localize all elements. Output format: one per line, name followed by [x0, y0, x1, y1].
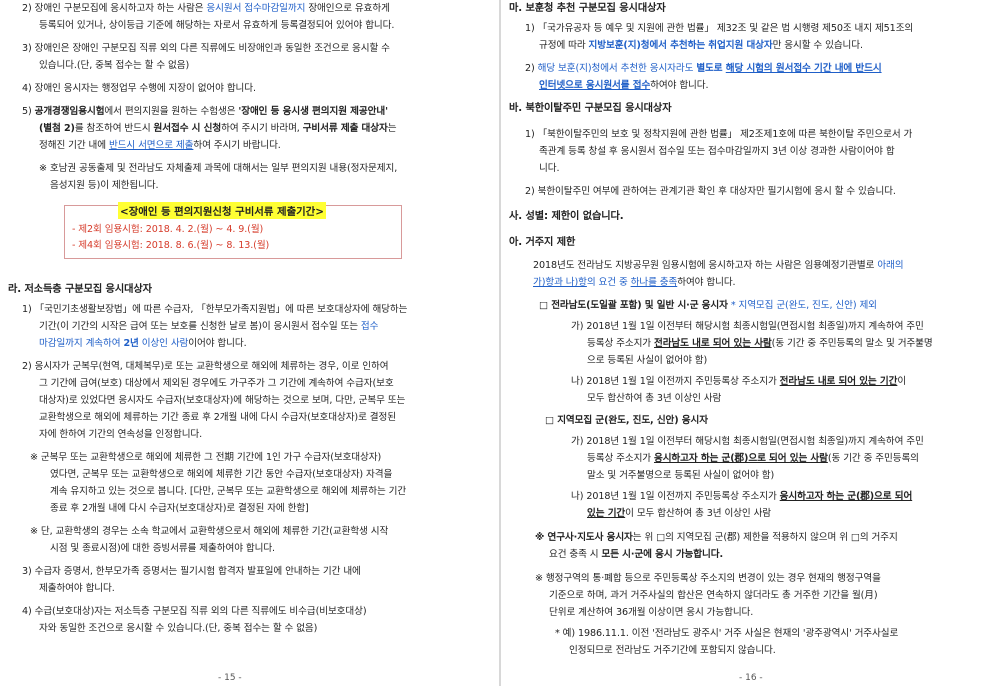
text-line: 기간(이 기간의 시작은 급여 또는 보호를 신청한 날로 봄)이 응시원서 접…	[39, 321, 379, 332]
text-line: 1) 「북한이탈주민의 보호 및 정착지원에 관한 법률」 제2조제1호에 따른…	[525, 129, 913, 140]
text-line: 계속 유지하고 있는 것으로 봅니다. [다만, 군복무 또는 교환학생으로 해…	[50, 486, 407, 497]
text-line: 기준으로 하며, 과거 거주사실의 합산은 연속하지 않더라도 총 거주한 기간…	[549, 590, 878, 601]
text-line: 가) 2018년 1월 1일 이전부터 해당시험 최종시험일(면접시험 최종일)…	[571, 321, 924, 332]
text-line: 있는 기간이 모두 합산하여 총 3년 이상인 사람	[587, 508, 772, 519]
text-line: ※ 호남권 공동출제 및 전라남도 자체출제 과목에 대해서는 일부 편의지원 …	[39, 163, 398, 174]
text-line: 2018년도 전라남도 지방공무원 임용시험에 응시하고자 하는 사람은 임용예…	[533, 260, 904, 271]
text-line: 2) 북한이탈주민 여부에 관하여는 관계기관 확인 후 대상자만 필기시험에 …	[525, 186, 896, 197]
text-line: 교환학생으로 해외에 체류하는 기간 종료 후 2개월 내에 다시 수급자(보호…	[39, 412, 396, 423]
text-line: ※ 행정구역의 통·폐합 등으로 주민등록상 주소지의 변경이 있는 경우 현재…	[535, 573, 881, 584]
text-line: 가)항과 나)항의 요건 중 하나를 충족하여야 합니다.	[533, 277, 736, 288]
submission-period-item: - 제4회 임용시험: 2018. 8. 6.(월) ~ 8. 13.(월)	[72, 240, 270, 251]
text-line: 시점 및 종료시점)에 대한 증빙서류를 제출하여야 합니다.	[50, 543, 275, 554]
submission-period-title: <장애인 등 편의지원신청 구비서류 제출기간>	[118, 202, 326, 219]
text-line: 족관계 등록 창설 후 응시원서 접수일 또는 접수마감일까지 3년 이상 경과…	[539, 146, 895, 157]
text-line: 등록상 주소지가 전라남도 내로 되어 있는 사람(동 기간 중 주민등록의 말…	[587, 338, 933, 349]
text-line: ※ 군복무 또는 교환학생으로 해외에 체류한 그 전期 기간에 1인 가구 수…	[30, 452, 382, 463]
section-heading: 아. 거주지 제한	[509, 237, 576, 248]
text-line: 였다면, 군복무 또는 교환학생으로 해외에 체류한 기간 동안 수급자(보호대…	[50, 469, 393, 480]
text-line: 자와 동일한 조건으로 응시할 수 있습니다.(단, 중복 접수는 할 수 없음…	[39, 623, 318, 634]
text-line: 제출하여야 합니다.	[39, 583, 115, 594]
text-line: 단위로 계산하여 36개월 이상이면 응시 가능합니다.	[549, 607, 754, 618]
text-line: 인정되므로 전라남도 거주기간에 포함되지 않습니다.	[569, 645, 776, 656]
text-line: 3) 장애인은 장애인 구분모집 직류 외의 다른 직류에도 비장애인과 동일한…	[22, 43, 390, 54]
text-line: ※ 단, 교환학생의 경우는 소속 학교에서 교환학생으로서 해외에 체류한 기…	[30, 526, 389, 537]
text-line: 2) 해당 보훈(지)청에서 추천한 응시자라도 별도로 해당 시험의 원서접수…	[525, 63, 882, 74]
text-line: 종료 후 2개월 내에 다시 수급자(보호대상자)로 결정된 자에 한함]	[50, 503, 309, 514]
text-line: 등록상 주소지가 응시하고자 하는 군(郡)으로 되어 있는 사람(동 기간 중…	[587, 453, 919, 464]
text-line: □ 지역모집 군(완도, 진도, 신안) 응시자	[545, 415, 708, 426]
text-line: 있습니다.(단, 중복 접수는 할 수 없음)	[39, 60, 190, 71]
text-line: □ 전라남도(도일괄 포함) 및 일반 시·군 응시자 * 지역모집 군(완도,…	[539, 300, 877, 311]
text-line: 니다.	[539, 163, 560, 174]
right-page: 마. 보훈청 추천 구분모집 응시대상자 1) 「국가유공자 등 예우 및 지원…	[503, 0, 1000, 686]
text-line: 등록되어 있거나, 상이등급 기준에 해당하는 자로서 유효하게 등록결정되어 …	[39, 20, 395, 31]
text-line: 가) 2018년 1월 1일 이전부터 해당시험 최종시험일(면접시험 최종일)…	[571, 436, 924, 447]
text-line: 5) 공개경쟁임용시험에서 편의지원을 원하는 수험생은 '장애인 등 응시생 …	[22, 106, 388, 117]
text-line: 정해진 기간 내에 반드시 서면으로 제출하여 주시기 바랍니다.	[39, 140, 281, 151]
section-heading: 마. 보훈청 추천 구분모집 응시대상자	[509, 3, 666, 14]
text-line: 규정에 따라 지방보훈(지)청에서 추천하는 취업지원 대상자만 응시할 수 있…	[539, 40, 863, 51]
text-line: 모두 합산하여 총 3년 이상인 사람	[587, 393, 722, 404]
text-line: 그 기간에 급여(보호) 대상에서 제외된 경우에도 가구주가 그 기간에 계속…	[39, 378, 394, 389]
text-line: 요건 충족 시 모든 시·군에 응시 가능합니다.	[549, 549, 724, 560]
text-line: 인터넷으로 응시원서를 접수하여야 합니다.	[539, 80, 709, 91]
text-line: 2) 응시자가 군복무(현역, 대체복무)로 또는 교환학생으로 해외에 체류하…	[22, 361, 389, 372]
text-line: 마감일까지 계속하여 2년 이상인 사람이어야 합니다.	[39, 338, 247, 349]
section-heading: 사. 성별: 제한이 없습니다.	[509, 211, 624, 222]
text-line: 음성지원 등)이 제한됩니다.	[50, 180, 159, 191]
page-number: - 15 -	[218, 673, 242, 683]
text-line: (별첨 2)를 참조하여 반드시 원서접수 시 신청하여 주시기 바라며, 구비…	[39, 123, 397, 134]
text-line: 대상자)로 있었다면 응시자도 수급자(보호대상자)에 해당하는 것으로 보며,…	[39, 395, 406, 406]
left-page: 2) 장애인 구분모집에 응시하고자 하는 사람은 응시원서 접수마감일까지 장…	[0, 0, 497, 686]
text-line: 1) 「국민기초생활보장법」에 따른 수급자, 「한부모가족지원법」에 따른 보…	[22, 304, 408, 315]
text-line: ※ 연구사·지도사 응시자는 위 □의 지역모집 군(郡) 제한을 적용하지 않…	[535, 532, 898, 543]
page-number: - 16 -	[739, 673, 763, 683]
text-line: 말소 및 거주불명으로 등록된 사실이 없어야 함)	[587, 470, 775, 481]
text-line: 4) 수급(보호대상)자는 저소득층 구분모집 직류 외의 다른 직류에도 비수…	[22, 606, 367, 617]
text-line: * 예) 1986.11.1. 이전 '전라남도 광주시' 거주 사실은 현재의…	[555, 628, 899, 639]
section-heading: 바. 북한이탈주민 구분모집 응시대상자	[509, 103, 672, 114]
page-divider	[499, 0, 501, 686]
text-line: 3) 수급자 증명서, 한부모가족 증명서는 필기시험 합격자 발표일에 안내하…	[22, 566, 361, 577]
text-line: 자에 한하여 기간의 연속성을 인정합니다.	[39, 429, 203, 440]
text-line: 나) 2018년 1월 1일 이전까지 주민등록상 주소지가 전라남도 내로 되…	[571, 376, 907, 387]
text-line: 2) 장애인 구분모집에 응시하고자 하는 사람은 응시원서 접수마감일까지 장…	[22, 3, 390, 14]
text-line: 나) 2018년 1월 1일 이전까지 주민등록상 주소지가 응시하고자 하는 …	[571, 491, 913, 502]
text-line: 4) 장애인 응시자는 행정업무 수행에 지장이 없어야 합니다.	[22, 83, 256, 94]
section-heading: 라. 저소득층 구분모집 응시대상자	[8, 284, 152, 295]
text-line: 1) 「국가유공자 등 예우 및 지원에 관한 법률」 제32조 및 같은 법 …	[525, 23, 914, 34]
text-line: 으로 등록된 사실이 없어야 함)	[587, 355, 708, 366]
submission-period-item: - 제2회 임용시험: 2018. 4. 2.(월) ~ 4. 9.(월)	[72, 224, 264, 235]
